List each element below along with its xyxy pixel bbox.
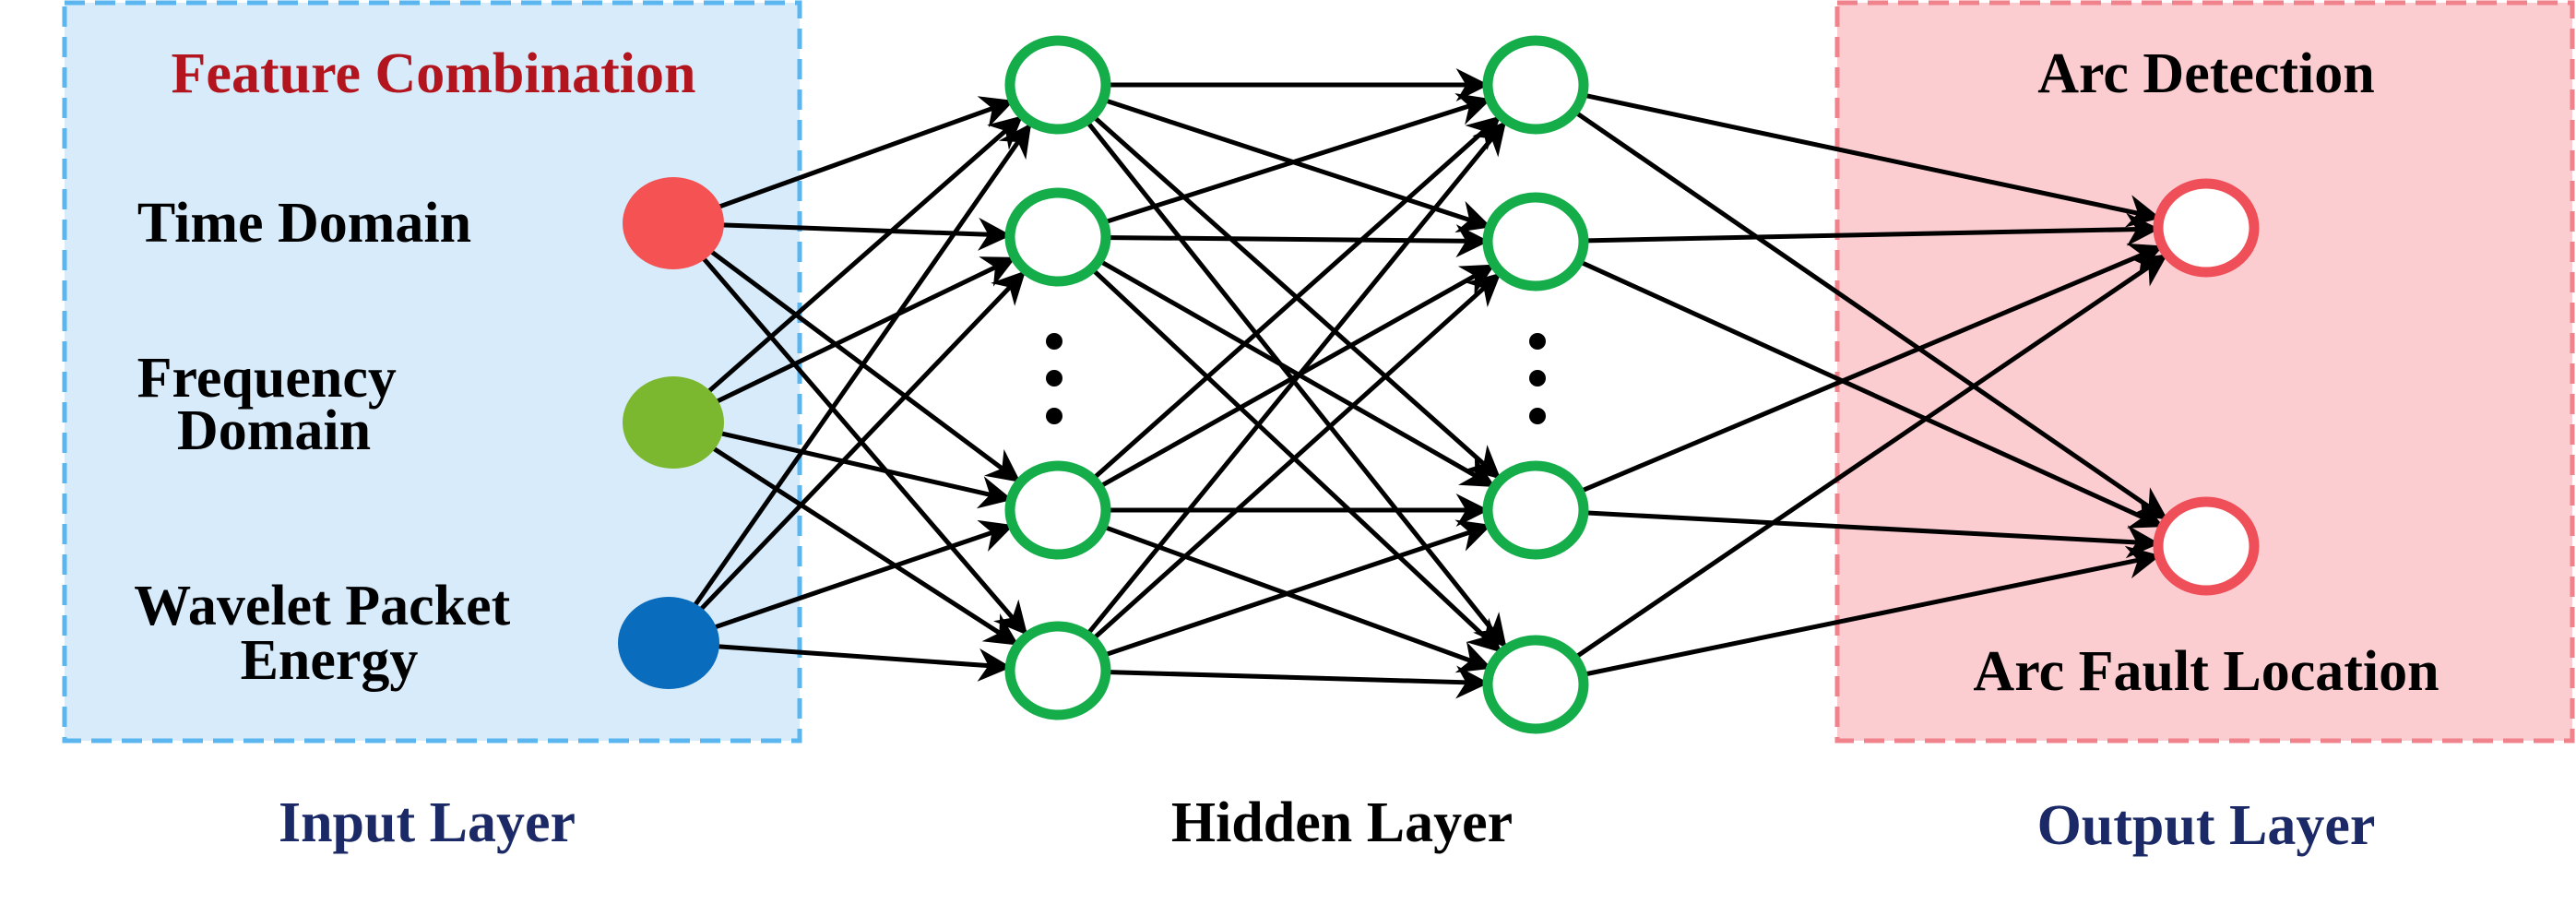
connection-hidden2-4-output-2 bbox=[1542, 545, 2161, 685]
hidden-column-2-ellipsis-icon bbox=[1529, 333, 1546, 424]
feature-label-time-domain: Time Domain bbox=[137, 192, 471, 255]
connection-hidden2-2-output-2 bbox=[1541, 243, 2165, 529]
feature-label-wavelet-line-1: Wavelet Packet bbox=[134, 575, 510, 637]
connection-hidden2-4-output-1 bbox=[1540, 254, 2168, 683]
feature-label-frequency-line-2: Domain bbox=[177, 399, 371, 462]
connection-hidden1-3-hidden2-1 bbox=[1062, 115, 1502, 507]
connection-hidden1-1-hidden2-2 bbox=[1063, 85, 1492, 233]
connection-input-3-hidden1-4 bbox=[675, 641, 1012, 682]
connection-hidden1-2-hidden2-2 bbox=[1064, 224, 1490, 258]
hidden-neuron-column-1-3 bbox=[1004, 460, 1111, 560]
input-neuron-frequency-domain bbox=[623, 376, 724, 469]
connection-input-2-hidden1-2 bbox=[679, 256, 1016, 422]
connection-input-2-hidden1-1 bbox=[677, 115, 1024, 420]
output-label-arc-fault-location: Arc Fault Location bbox=[1973, 640, 2439, 703]
output-label-arc-detection: Arc Detection bbox=[2037, 42, 2375, 105]
feature-label-frequency-line-1: Frequency bbox=[137, 347, 397, 410]
output-layer-label: Output Layer bbox=[2037, 794, 2376, 857]
connection-hidden1-2-hidden2-3 bbox=[1062, 238, 1496, 488]
connection-hidden2-3-output-2 bbox=[1542, 507, 2160, 559]
output-neuron-arc-fault-location bbox=[2153, 496, 2260, 596]
input-neuron-wavelet-packet-energy bbox=[618, 597, 719, 689]
connection-lines bbox=[671, 68, 2168, 699]
connection-hidden2-3-output-1 bbox=[1541, 243, 2164, 510]
output-panel bbox=[1834, 0, 2575, 743]
connection-hidden1-4-hidden2-4 bbox=[1064, 665, 1490, 699]
output-neuron-arc-detection bbox=[2153, 178, 2260, 278]
hidden-neuron-column-2-2 bbox=[1482, 192, 1589, 291]
input-layer-label: Input Layer bbox=[279, 791, 576, 854]
connection-input-2-hidden1-4 bbox=[678, 424, 1019, 646]
connection-hidden2-1-output-2 bbox=[1540, 87, 2168, 520]
neurons bbox=[618, 35, 2260, 734]
connection-hidden1-4-hidden2-3 bbox=[1063, 519, 1492, 671]
connection-input-3-hidden1-2 bbox=[671, 270, 1027, 639]
connection-hidden1-3-hidden2-4 bbox=[1063, 510, 1492, 673]
connection-input-1-hidden1-1 bbox=[679, 96, 1015, 223]
hidden-neuron-column-2-4 bbox=[1482, 635, 1589, 734]
hidden-neuron-column-2-1 bbox=[1482, 35, 1589, 135]
connection-input-1-hidden1-3 bbox=[677, 225, 1021, 482]
hidden-neuron-column-2-3 bbox=[1482, 460, 1589, 560]
connection-hidden2-1-output-1 bbox=[1542, 84, 2161, 228]
connection-input-1-hidden1-4 bbox=[676, 227, 1028, 636]
connection-hidden2-2-output-1 bbox=[1542, 212, 2160, 246]
feature-label-wavelet-line-2: Energy bbox=[241, 629, 419, 692]
hidden-neuron-column-1-4 bbox=[1004, 621, 1111, 720]
input-panel-title: Feature Combination bbox=[172, 42, 696, 105]
hidden-neuron-column-1-1 bbox=[1004, 35, 1111, 135]
connection-input-3-hidden1-3 bbox=[674, 519, 1015, 643]
connection-hidden1-4-hidden2-1 bbox=[1061, 121, 1507, 667]
connection-hidden1-1-hidden2-3 bbox=[1062, 88, 1502, 480]
feature-label-wavelet-packet-energy: Wavelet Packet Energy bbox=[134, 575, 525, 692]
connection-input-3-hidden1-1 bbox=[671, 123, 1032, 638]
connection-hidden1-4-hidden2-2 bbox=[1062, 272, 1502, 668]
connection-hidden1-2-hidden2-4 bbox=[1062, 240, 1502, 653]
hidden-column-1-ellipsis-icon bbox=[1046, 333, 1062, 424]
input-neuron-time-domain bbox=[623, 177, 724, 269]
feature-label-frequency-domain: Frequency Domain bbox=[137, 347, 411, 462]
connection-hidden1-2-hidden2-1 bbox=[1063, 93, 1491, 237]
hidden-neuron-column-1-2 bbox=[1004, 187, 1111, 287]
connection-hidden1-3-hidden2-2 bbox=[1062, 264, 1496, 509]
hidden-layer-label: Hidden Layer bbox=[1171, 791, 1513, 854]
